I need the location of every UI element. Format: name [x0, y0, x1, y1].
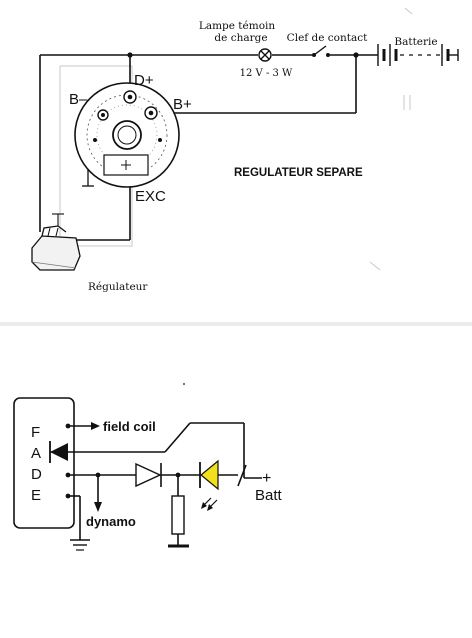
batt-plus-label: + — [262, 470, 271, 487]
field-coil-label: field coil — [103, 419, 156, 434]
diode-icon-a — [49, 441, 68, 463]
bottom-diagram: F A D E field coil dynamo — [13, 383, 283, 551]
battery-icon — [377, 44, 459, 66]
lamp-label-line2: de charge — [214, 32, 267, 44]
field-coil-arrow-icon — [91, 422, 100, 430]
regulator-block — [13, 397, 75, 529]
terminal-b-plus-label: B+ — [173, 96, 192, 113]
batt-switch-icon — [237, 464, 262, 487]
batt-label: Batt — [255, 487, 283, 504]
battery-label: Batterie — [394, 36, 437, 48]
terminal-e-label: E — [31, 487, 41, 504]
terminal-b-minus-label: B– — [69, 91, 88, 108]
charge-lamp-icon — [258, 48, 272, 62]
key-switch-icon — [312, 45, 330, 57]
lamp-rating: 12 V - 3 W — [240, 68, 293, 79]
terminal-d-plus-label: D+ — [134, 72, 154, 89]
regulator-icon — [31, 213, 81, 271]
terminal-f-label: F — [31, 424, 40, 441]
diagram-title: REGULATEUR SEPARE — [234, 167, 363, 179]
stray-dot — [183, 383, 185, 385]
dynamo-label: dynamo — [86, 514, 136, 529]
led-icon — [199, 459, 219, 511]
resistor-icon — [171, 495, 185, 535]
terminal-exc-label: EXC — [135, 188, 166, 205]
top-diagram: Lampe témoin de charge 12 V - 3 W Clef d… — [31, 7, 459, 293]
dynamo-arrow-icon — [94, 502, 102, 512]
alternator-icon — [74, 82, 180, 188]
terminal-d-label: D — [31, 466, 42, 483]
lamp-label-line1: Lampe témoin — [199, 20, 276, 32]
terminal-a-label: A — [31, 445, 41, 462]
ground-icon — [70, 539, 90, 551]
key-switch-label: Clef de contact — [287, 32, 368, 44]
regulator-label: Régulateur — [88, 281, 148, 293]
section-divider — [0, 322, 472, 326]
diode-icon-series — [135, 462, 162, 488]
